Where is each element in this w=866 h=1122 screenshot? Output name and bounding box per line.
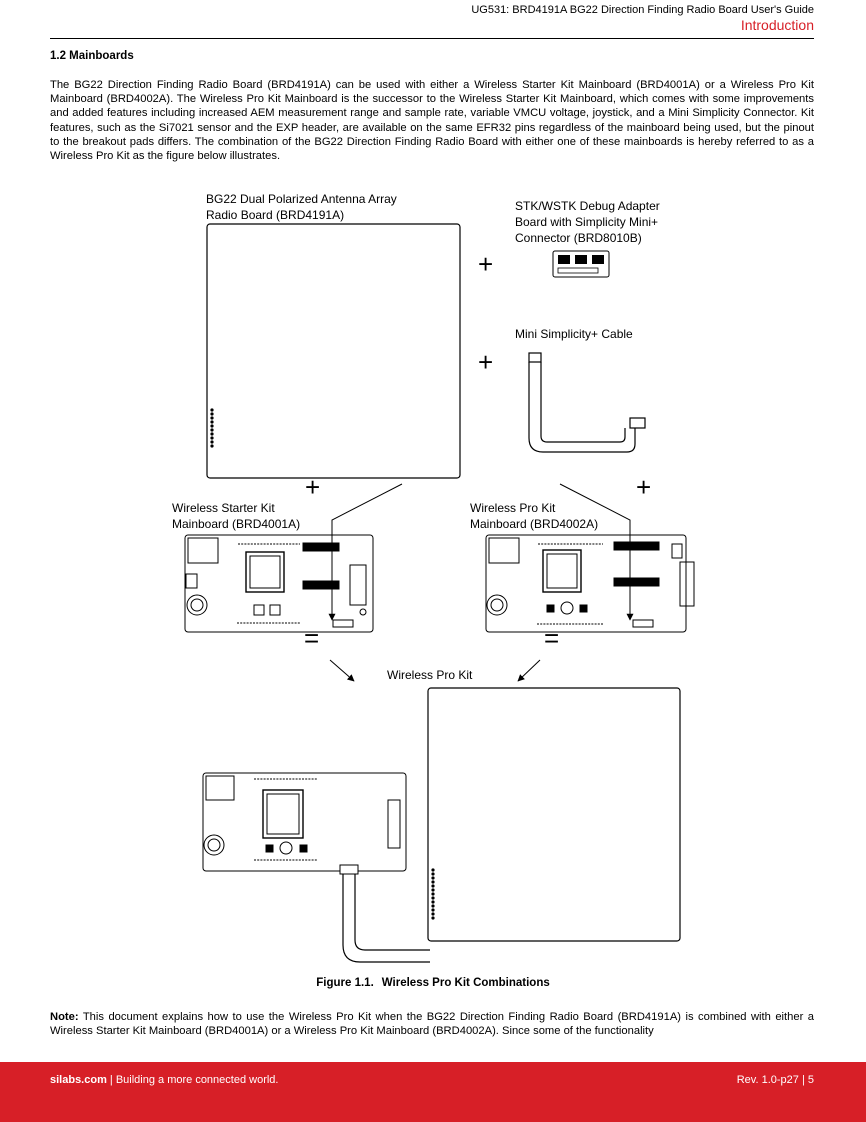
note-text: This document explains how to use the Wi… <box>50 1011 814 1038</box>
body-paragraph: The BG22 Direction Finding Radio Board (… <box>50 79 814 163</box>
label-radio-board-line2: Radio Board (BRD4191A) <box>206 208 345 222</box>
label-debug-adapter-line1: STK/WSTK Debug Adapter <box>515 199 660 213</box>
footer-tagline: | Building a more connected world. <box>106 1074 279 1086</box>
label-debug-adapter-line3: Connector (BRD8010B) <box>515 231 642 245</box>
section-heading: 1.2 Mainboards <box>50 50 134 62</box>
combined-kit-illustration <box>202 687 681 963</box>
note-label: Note: <box>50 1011 79 1023</box>
label-result: Wireless Pro Kit <box>387 668 473 682</box>
wstk-mainboard-illustration <box>184 534 374 633</box>
label-wstk-line2: Mainboard (BRD4001A) <box>172 517 301 531</box>
figure-number: Figure 1.1. <box>316 977 374 989</box>
equals-sign-wstk: = <box>304 623 320 653</box>
label-wpk-line2: Mainboard (BRD4002A) <box>470 517 599 531</box>
plus-sign-debug-adapter: + <box>478 249 494 279</box>
label-debug-adapter-line2: Board with Simplicity Mini+ <box>515 215 659 229</box>
debug-adapter-illustration <box>552 250 610 278</box>
label-wpk-line1: Wireless Pro Kit <box>470 501 556 515</box>
plus-sign-cable: + <box>478 347 494 377</box>
label-radio-board-line1: BG22 Dual Polarized Antenna Array <box>206 192 397 206</box>
radio-board-illustration <box>206 223 461 479</box>
footer-bar: silabs.com | Building a more connected w… <box>0 1062 866 1122</box>
footer-site-link[interactable]: silabs.com <box>50 1074 107 1086</box>
label-wstk-line1: Wireless Starter Kit <box>172 501 275 515</box>
header-divider <box>50 38 814 39</box>
figure-caption-text: Wireless Pro Kit Combinations <box>381 977 550 989</box>
wpk-mainboard-illustration <box>485 534 695 633</box>
note-paragraph: Note: This document explains how to use … <box>50 1010 814 1038</box>
cable-illustration <box>528 352 646 453</box>
connector-arrows <box>328 483 634 682</box>
figure-caption: Figure 1.1. Wireless Pro Kit Combinations <box>0 977 866 989</box>
document-title: UG531: BRD4191A BG22 Direction Finding R… <box>471 4 814 16</box>
plus-sign-wstk: + <box>305 472 321 502</box>
equals-sign-wpk: = <box>544 623 560 653</box>
plus-sign-wpk: + <box>636 472 652 502</box>
footer-left: silabs.com | Building a more connected w… <box>50 1074 278 1086</box>
label-cable: Mini Simplicity+ Cable <box>515 327 633 341</box>
footer-revision: Rev. 1.0-p27 | 5 <box>736 1074 814 1086</box>
section-name: Introduction <box>740 17 814 33</box>
